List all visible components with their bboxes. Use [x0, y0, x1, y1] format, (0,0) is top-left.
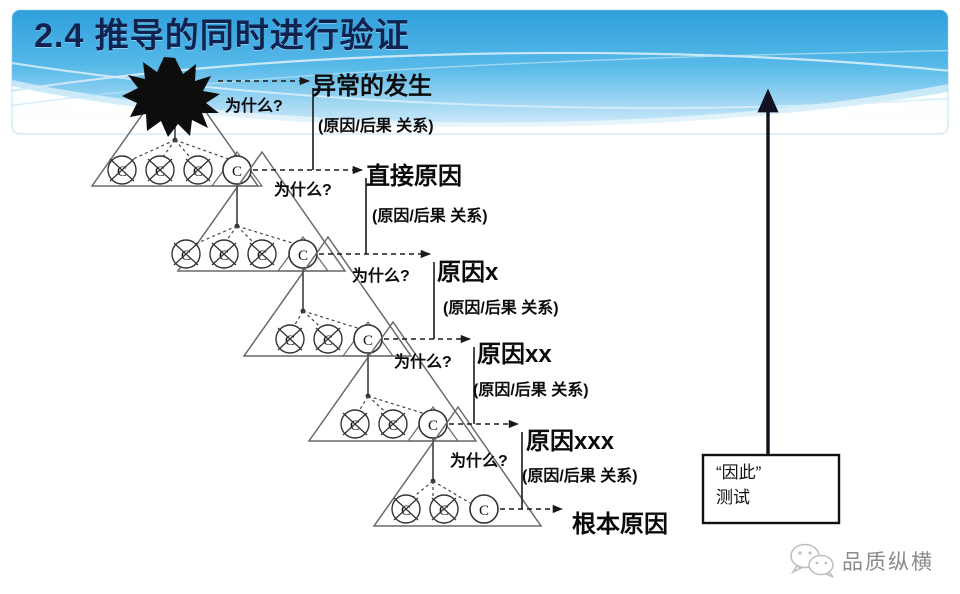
svg-text:C: C — [285, 333, 295, 349]
stage-label-3: 原因x — [437, 259, 499, 286]
pyramid-2-circles: C C C C — [171, 239, 318, 269]
svg-text:C: C — [117, 164, 127, 180]
stage-relation-5: (原因/后果 关系) — [522, 468, 638, 485]
stage-label-1: 异常的发生 — [312, 73, 432, 100]
watermark-text: 品质纵横 — [842, 551, 934, 574]
svg-text:C: C — [428, 418, 438, 434]
svg-text:C: C — [479, 503, 489, 519]
svg-text:C: C — [232, 164, 242, 180]
svg-text:C: C — [219, 248, 229, 264]
svg-text:C: C — [323, 333, 333, 349]
stage-relation-1: (原因/后果 关系) — [318, 118, 434, 135]
pyramid-4-circles: C C C — [340, 409, 448, 439]
why-drop-links — [312, 88, 523, 509]
stage-why-1: 为什么? — [225, 98, 283, 115]
svg-text:C: C — [401, 503, 411, 519]
svg-text:C: C — [181, 248, 191, 264]
therefore-box-line1: “因此” — [716, 463, 762, 482]
svg-text:C: C — [298, 248, 308, 264]
pyramid-5: C C C — [372, 405, 543, 527]
page-title: 2.4 推导的同时进行验证 — [34, 17, 410, 55]
stage-why-2: 为什么? — [274, 182, 332, 199]
pyramid-2: C C C C — [171, 150, 347, 272]
pyramid-1: C C C C — [90, 57, 264, 187]
svg-text:C: C — [193, 164, 203, 180]
stage-label-4: 原因xx — [477, 341, 552, 368]
svg-text:C: C — [257, 248, 267, 264]
svg-text:C: C — [439, 503, 449, 519]
stage-relation-4: (原因/后果 关系) — [473, 382, 589, 399]
stage-connector-arrows — [218, 76, 563, 514]
explosion-starburst-icon — [122, 57, 220, 137]
pyramid-5-circles: C C C — [391, 494, 499, 524]
pyramid-3-circles: C C C — [275, 324, 383, 354]
wechat-logo-icon — [790, 543, 834, 578]
svg-text:C: C — [155, 164, 165, 180]
stage-label-5: 原因xxx — [526, 428, 615, 455]
stage-why-3: 为什么? — [352, 268, 410, 285]
stage-why-5: 为什么? — [450, 453, 508, 470]
stage-label-6: 根本原因 — [572, 511, 668, 538]
svg-text:C: C — [388, 418, 398, 434]
svg-text:C: C — [350, 418, 360, 434]
stage-why-4: 为什么? — [394, 354, 452, 371]
stage-label-2: 直接原因 — [366, 163, 462, 190]
stage-relation-3: (原因/后果 关系) — [443, 300, 559, 317]
svg-text:C: C — [363, 333, 373, 349]
therefore-box-line2: 测试 — [716, 488, 750, 507]
stage-relation-2: (原因/后果 关系) — [372, 208, 488, 225]
therefore-box — [701, 453, 841, 525]
pyramid-1-circles: C C C C — [107, 155, 252, 185]
